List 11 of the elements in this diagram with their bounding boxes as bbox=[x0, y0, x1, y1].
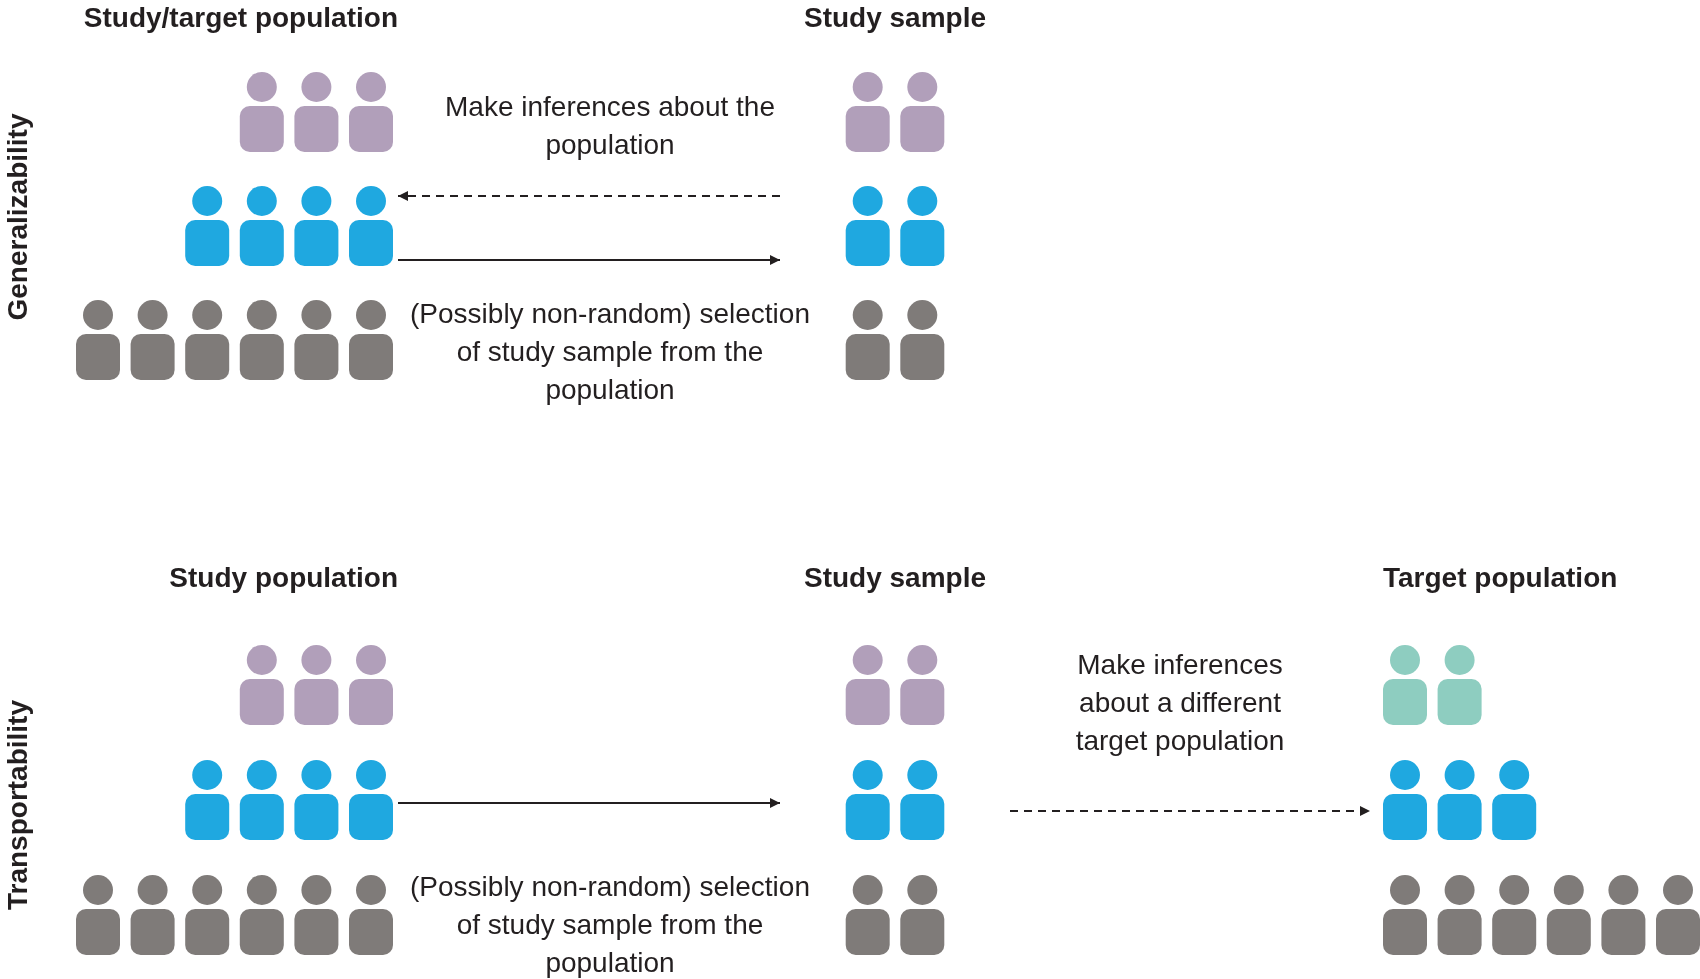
group-heading: Study sample bbox=[803, 1, 987, 35]
group-heading: Study/target population bbox=[83, 1, 398, 35]
group-heading: Target population bbox=[1383, 561, 1618, 595]
arrow bbox=[397, 798, 781, 808]
group-heading: Study population bbox=[169, 561, 398, 595]
row-label: Generalizability bbox=[2, 113, 34, 321]
arrow bbox=[1009, 806, 1371, 816]
arrow bbox=[397, 255, 781, 265]
group-heading: Study sample bbox=[803, 561, 987, 595]
row-label: Transportability bbox=[2, 700, 34, 910]
arrow bbox=[397, 191, 781, 201]
